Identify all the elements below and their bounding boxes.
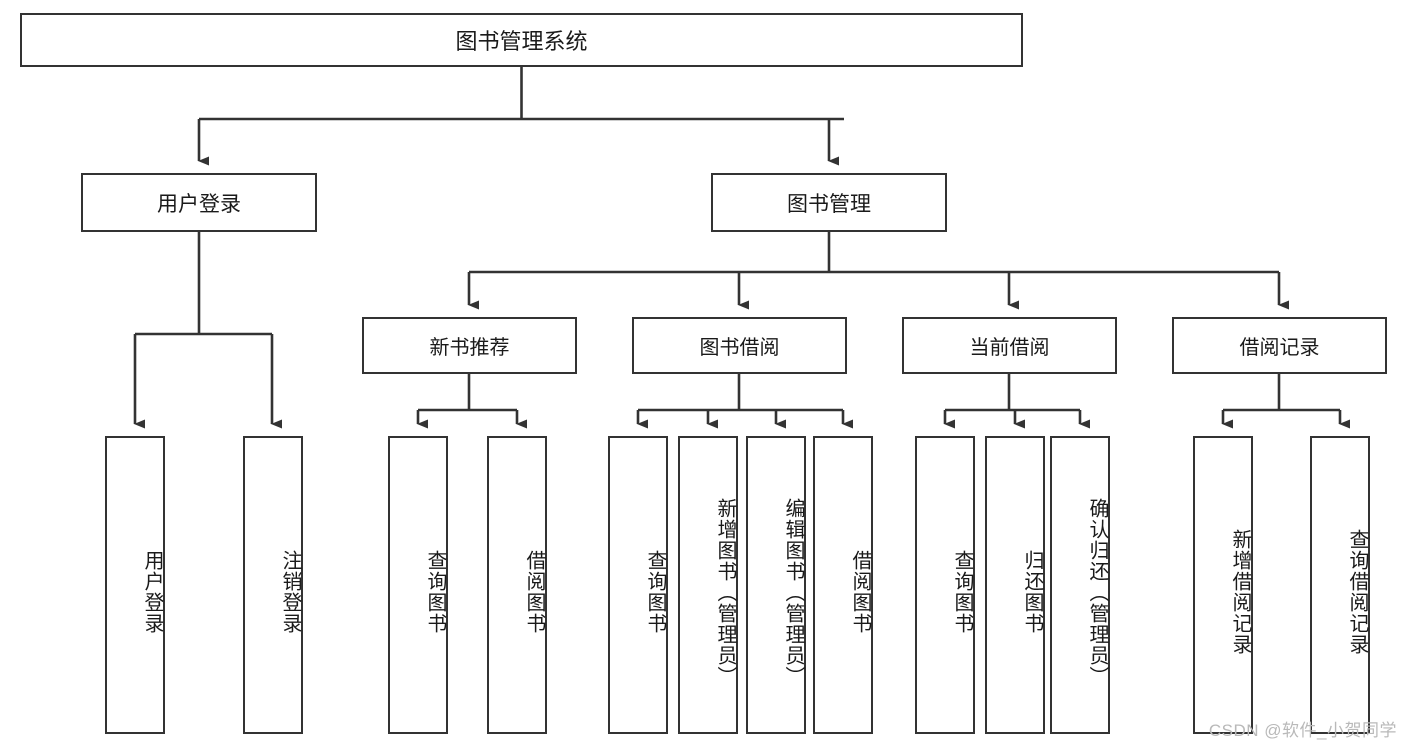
- node-leaf-user-login[interactable]: 用户登录: [105, 436, 165, 734]
- node-leaf-confirm-return-admin[interactable]: 确认归还（管理员）: [1050, 436, 1110, 734]
- node-book-borrow[interactable]: 图书借阅: [632, 317, 847, 374]
- node-leaf-borrow-books-rec[interactable]: 借阅图书: [487, 436, 547, 734]
- node-current-borrow[interactable]: 当前借阅: [902, 317, 1117, 374]
- node-leaf-borrow-book[interactable]: 借阅图书: [813, 436, 873, 734]
- node-leaf-return-book[interactable]: 归还图书: [985, 436, 1045, 734]
- node-leaf-query-books-borrow[interactable]: 查询图书: [608, 436, 668, 734]
- node-book-management[interactable]: 图书管理: [711, 173, 947, 232]
- node-new-book-recommend[interactable]: 新书推荐: [362, 317, 577, 374]
- node-leaf-add-borrow-record[interactable]: 新增借阅记录: [1193, 436, 1253, 734]
- node-leaf-logout[interactable]: 注销登录: [243, 436, 303, 734]
- csdn-watermark: CSDN @软件_小贺同学: [1208, 721, 1397, 740]
- node-leaf-edit-book-admin[interactable]: 编辑图书（管理员）: [746, 436, 806, 734]
- node-borrow-records[interactable]: 借阅记录: [1172, 317, 1387, 374]
- node-book-management-system[interactable]: 图书管理系统: [20, 13, 1023, 67]
- node-user-login[interactable]: 用户登录: [81, 173, 317, 232]
- node-leaf-query-books-rec[interactable]: 查询图书: [388, 436, 448, 734]
- node-leaf-add-book-admin[interactable]: 新增图书（管理员）: [678, 436, 738, 734]
- node-leaf-query-borrow-record[interactable]: 查询借阅记录: [1310, 436, 1370, 734]
- node-leaf-query-books-current[interactable]: 查询图书: [915, 436, 975, 734]
